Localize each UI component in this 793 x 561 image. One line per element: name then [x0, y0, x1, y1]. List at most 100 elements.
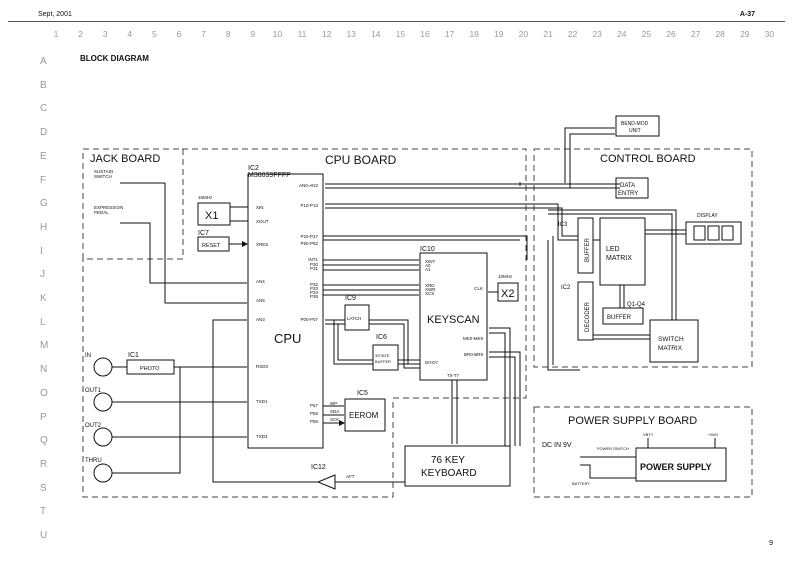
sustain-label-2: SWITCH	[94, 174, 112, 179]
display-box	[685, 221, 742, 245]
latch-label: LATCH	[347, 316, 361, 321]
x1-label: X1	[205, 210, 218, 222]
row-letter: L	[40, 316, 46, 328]
pin-txd3: TXD3	[256, 434, 268, 439]
q1-q4-label: Q1-Q4	[627, 302, 646, 308]
display-label: DISPLAY	[697, 213, 718, 219]
jack-board-label: JACK BOARD	[90, 153, 160, 165]
eerom-pin-sck: SCK	[330, 417, 339, 422]
column-number: 17	[444, 29, 455, 39]
row-letter: E	[40, 150, 47, 162]
cpu-right-pins: AN0-AN2 P10-P13 P20-P27 P50-P52 INT1 P30…	[299, 183, 319, 424]
data-entry-box	[615, 177, 649, 199]
column-number: 16	[420, 29, 430, 39]
cpu-label: CPU	[274, 331, 301, 346]
column-number: 25	[641, 29, 652, 39]
row-letter: U	[40, 530, 48, 541]
column-number: 14	[371, 29, 381, 39]
keyboard-label-1: 76 KEY	[431, 455, 465, 466]
cpu-board-label: CPU BOARD	[325, 153, 397, 167]
led-matrix-label-1: LED	[606, 246, 620, 253]
column-number: 6	[176, 29, 182, 39]
row-letter: Q	[40, 435, 48, 447]
expression-label-1: EXPRESSION	[94, 205, 123, 210]
cpu-left-pins: XIN XOUT XRES AN4 AN5 AN3 RXD0 TXD1 TXD3	[256, 205, 269, 439]
latch-ic9-box	[344, 304, 370, 331]
pin-an3: AN3	[256, 317, 265, 322]
row-letter: T	[40, 506, 47, 518]
expression-label-2: PEDAL	[94, 210, 109, 215]
pin-xrd: XRD	[425, 283, 435, 288]
ic3-ref: IC3	[558, 222, 568, 228]
buffer-ic3-box	[577, 217, 594, 274]
76-key-keyboard-box	[404, 445, 511, 487]
keyscan-left-pins: XINT A0 A1 XRD XWR XCS D0-D7	[425, 259, 439, 365]
eerom-label: EEROM	[349, 411, 379, 420]
midi-in-jack	[93, 357, 113, 377]
pin-a1: A1	[425, 267, 431, 272]
page-title: BLOCK DIAGRAM	[80, 54, 149, 63]
pin-xcs: XCS	[425, 291, 434, 296]
column-number: 29	[740, 29, 750, 39]
pin-mk0-mk9: MK0-MK9	[463, 336, 484, 341]
row-letter: S	[40, 482, 47, 494]
photo-label: PHOTO	[140, 366, 160, 372]
pin-clk: CLK	[474, 286, 483, 291]
page-number: 9	[769, 540, 773, 547]
row-letter: J	[40, 269, 45, 281]
row-letter: O	[40, 387, 48, 399]
row-letter: D	[40, 127, 48, 139]
bend-mod-unit-box	[615, 115, 660, 137]
pin-xout: XOUT	[256, 219, 269, 224]
5vd-label: +5VD	[708, 432, 718, 437]
pin-p20-p27: P20-P27	[300, 234, 318, 239]
eerom-ic5-box	[344, 398, 386, 432]
pin-xin: XIN	[256, 205, 264, 210]
keyscan-right-pins: CLK MK0-MK9 BR0-BR9	[463, 286, 484, 357]
switch-matrix-label-2: MATRIX	[658, 345, 683, 352]
midi-out2-label: OUT2	[85, 423, 102, 429]
column-number: 13	[346, 29, 356, 39]
header-page-code: A-37	[739, 11, 755, 18]
buffer-ic3-label: BUFFER	[585, 237, 591, 262]
led-matrix-box	[599, 217, 646, 286]
ic5-ref: IC5	[357, 390, 368, 397]
cpu-board-outline	[82, 148, 527, 498]
pin-a0: A0	[425, 263, 431, 268]
keyscan-ic10-box	[419, 252, 488, 381]
reset-label: RESET	[202, 243, 221, 249]
midi-thru-label: THRU	[85, 458, 102, 464]
column-number: 27	[690, 29, 701, 39]
power-switch-label: POWER SWITCH	[597, 446, 629, 451]
pin-p10-p13: P10-P13	[300, 203, 318, 208]
midi-out1-label: OUT1	[85, 388, 102, 394]
row-letter: B	[40, 79, 47, 91]
power-board-outline	[533, 406, 753, 498]
header-date: Sept, 2001	[38, 11, 72, 18]
column-number: 3	[102, 29, 108, 39]
led-matrix-label-2: MATRIX	[606, 255, 632, 262]
header-rule	[8, 21, 785, 22]
eerom-pin-sda: SDA	[330, 409, 339, 414]
switch-matrix-label-1: SWITCH	[658, 336, 684, 343]
column-number: 19	[494, 29, 504, 39]
sustain-label-1: SUSTAIN	[94, 169, 113, 174]
seven-segment-digits	[693, 225, 734, 241]
q-buffer-label: BUFFER	[607, 315, 632, 321]
pin-p00-p07: P00-P07	[300, 317, 318, 322]
3state-buffer-ic6-box	[372, 344, 399, 371]
column-number: 20	[518, 29, 529, 39]
midi-out2-jack	[93, 427, 113, 447]
column-number: 18	[469, 29, 479, 39]
keyboard-label-2: KEYBOARD	[421, 468, 477, 479]
midi-thru-jack	[93, 463, 113, 483]
pin-p57: P57	[310, 403, 319, 408]
bend-mod-label-2: UNIT	[629, 128, 641, 134]
ic2-ref: IC2	[248, 165, 259, 172]
buffer3-label-1: 3STATE	[375, 353, 390, 358]
column-number: 30	[764, 29, 775, 39]
ic2-part: M38039FFFP	[248, 172, 291, 179]
control-board-label: CONTROL BOARD	[600, 153, 696, 165]
pin-an5: AN5	[256, 298, 265, 303]
column-number: 9	[250, 29, 256, 39]
